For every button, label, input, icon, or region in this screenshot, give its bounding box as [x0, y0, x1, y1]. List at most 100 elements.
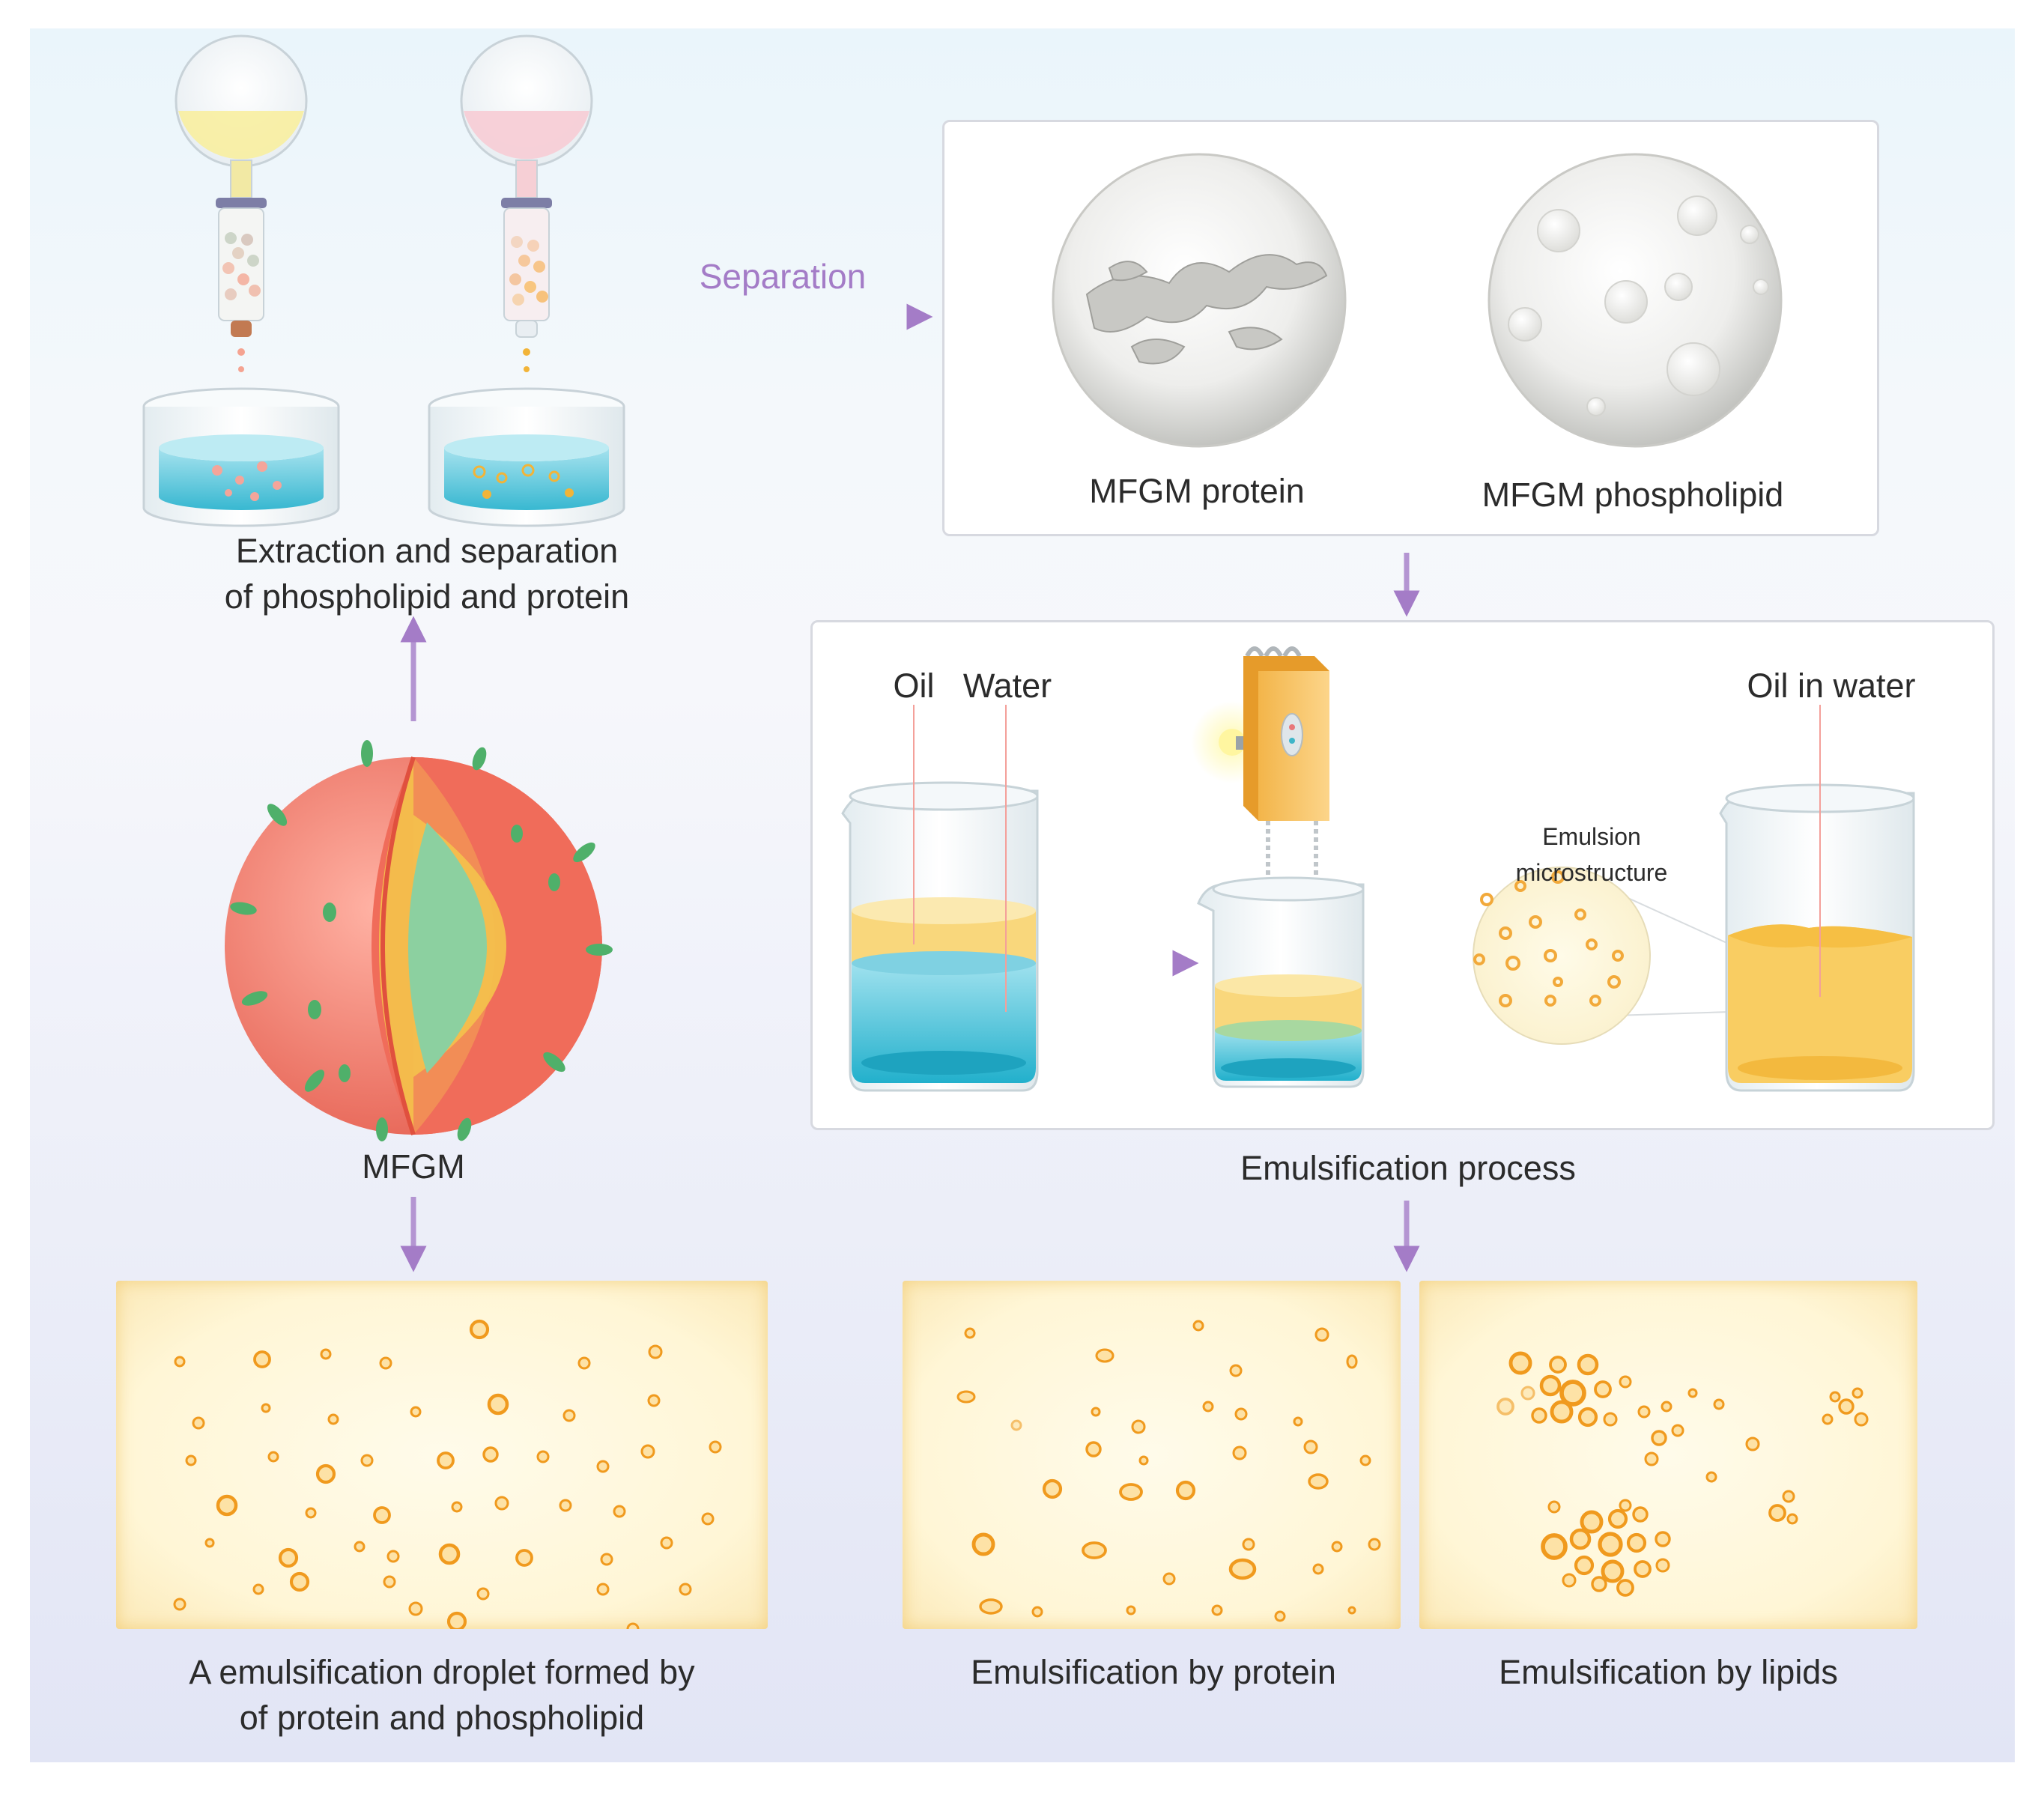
emulsion-droplet — [1126, 1605, 1136, 1616]
micro-droplet — [1505, 956, 1520, 971]
emulsion-droplet — [327, 1413, 339, 1425]
emulsion-droplet — [1496, 1398, 1514, 1416]
emulsion-droplet — [252, 1583, 264, 1595]
emulsion-droplet — [1591, 1576, 1607, 1592]
emulsion-droplet — [204, 1538, 215, 1548]
by-lipids-caption: Emulsification by lipids — [1499, 1653, 1838, 1691]
emulsion-droplet — [1042, 1478, 1063, 1499]
emulsion-droplet — [1242, 1538, 1255, 1551]
emulsion-droplet — [1308, 1473, 1329, 1490]
emulsion-droplet — [1601, 1559, 1625, 1583]
emulsion-droplet — [1661, 1401, 1672, 1413]
micro-droplet — [1499, 926, 1512, 940]
mfgm-protein-label: MFGM protein — [1089, 472, 1305, 510]
emulsion-droplet — [640, 1444, 655, 1459]
emulsion-droplet — [577, 1356, 591, 1370]
emulsion-droplet — [613, 1505, 626, 1518]
emulsion-droplet — [559, 1499, 572, 1512]
emulsion-droplet — [1632, 1506, 1649, 1523]
emulsion-droplet — [1082, 1541, 1107, 1559]
emulsification-process-panel — [810, 620, 1995, 1130]
emulsion-droplet — [536, 1450, 550, 1463]
emulsion-droplet — [971, 1532, 995, 1556]
emulsion-droplet — [1550, 1400, 1574, 1424]
separation-label: Separation — [699, 257, 867, 296]
emulsion-droplet — [1085, 1441, 1102, 1457]
emulsion-droplet — [1626, 1532, 1647, 1553]
micro-droplet — [1607, 975, 1621, 989]
emulsion-droplet — [476, 1587, 490, 1601]
oil-in-water-beaker — [1719, 783, 1915, 1092]
emulsification-process-label: Emulsification process — [1240, 1149, 1576, 1187]
droplet-emulsion-panel — [116, 1281, 768, 1629]
micro-droplet — [1544, 949, 1557, 962]
emulsion-droplet — [469, 1319, 490, 1340]
emulsion-microstructure — [1473, 867, 1731, 1045]
emulsion-droplet — [1229, 1364, 1243, 1377]
droplet-caption: A emulsification droplet formed by of pr… — [112, 1650, 771, 1741]
emulsion-droplet — [1616, 1579, 1634, 1597]
by-protein-caption: Emulsification by protein — [971, 1653, 1336, 1691]
emulsion-droplet — [482, 1446, 499, 1463]
emulsion-droplet — [1580, 1510, 1604, 1534]
emulsion-droplet — [379, 1356, 392, 1370]
droplet-caption-line2: of protein and phospholipid — [239, 1698, 645, 1737]
emulsion-droplet — [1347, 1606, 1356, 1615]
emulsion-microstructure-label: Emulsion microstructure — [1472, 819, 1711, 891]
protein-emulsion-panel — [903, 1281, 1401, 1629]
emulsion-droplet — [1852, 1387, 1863, 1399]
emulsion-droplet — [1637, 1405, 1651, 1419]
emulsion-droplet — [1655, 1531, 1671, 1547]
emulsion-droplet — [354, 1541, 366, 1553]
micro-droplet — [1574, 908, 1586, 920]
emulsion-droplet — [1607, 1508, 1628, 1529]
emulsion-droplet — [216, 1494, 238, 1517]
emulsion-droplet — [320, 1348, 332, 1360]
emulsion-droplet — [1574, 1555, 1595, 1576]
micro-droplet — [1551, 870, 1565, 884]
emulsion-droplet — [1786, 1513, 1798, 1525]
diagram-artwork — [142, 34, 1420, 1272]
emulsion-droplet — [1539, 1374, 1562, 1397]
diagram-canvas: Separation MFGM protein MFGM phospholipi… — [30, 28, 2015, 1762]
emulsion-droplet — [1162, 1572, 1176, 1586]
mfgm-sphere — [225, 740, 613, 1141]
emulsion-droplet — [373, 1506, 391, 1524]
emulsion-droplet — [437, 1451, 455, 1469]
emulsion-droplet — [679, 1583, 692, 1596]
emulsion-droplet — [360, 1454, 374, 1467]
emulsion-droplet — [600, 1553, 613, 1566]
micro-droplet — [1586, 938, 1598, 950]
emulsion-droplet — [1312, 1563, 1324, 1575]
emulsion-droplet — [1541, 1533, 1568, 1560]
lipid-emulsion-panel — [1419, 1281, 1917, 1629]
emulsion-droplet — [1619, 1375, 1632, 1389]
emulsion-droplet — [1010, 1419, 1022, 1431]
flask-apparatus-left — [142, 34, 340, 527]
micro-droplet — [1544, 995, 1556, 1007]
emulsion-droplet — [1131, 1419, 1146, 1434]
emulsion-droplet — [596, 1583, 610, 1596]
emulsion-droplet — [1175, 1480, 1196, 1501]
emulsion-droplet — [979, 1598, 1003, 1615]
emulsion-droplet — [1854, 1412, 1869, 1427]
emulsion-droplet — [701, 1512, 715, 1526]
emulsion-droplet — [1651, 1430, 1667, 1446]
mfgm-phospholipid-label: MFGM phospholipid — [1482, 476, 1784, 514]
emulsion-droplet — [410, 1406, 422, 1418]
emulsion-droplet — [1095, 1348, 1115, 1363]
emulsion-droplet — [1274, 1610, 1286, 1622]
emulsion-droplet — [438, 1543, 461, 1565]
emulsion-droplet — [1293, 1416, 1303, 1427]
emulsion-droplet — [1671, 1424, 1684, 1437]
emulsion-droplet — [289, 1571, 310, 1592]
micro-droplet — [1529, 915, 1542, 929]
emulsion-droplet — [192, 1416, 205, 1430]
emulsion-droplet — [709, 1440, 722, 1454]
emulsion-droplet — [562, 1409, 576, 1422]
droplets-protein — [956, 1320, 1381, 1622]
emulsion-droplet — [1359, 1454, 1371, 1466]
mfgm-components-art — [1052, 153, 1783, 448]
emulsion-droplet — [1829, 1391, 1841, 1403]
emulsion-droplet — [1634, 1560, 1652, 1578]
